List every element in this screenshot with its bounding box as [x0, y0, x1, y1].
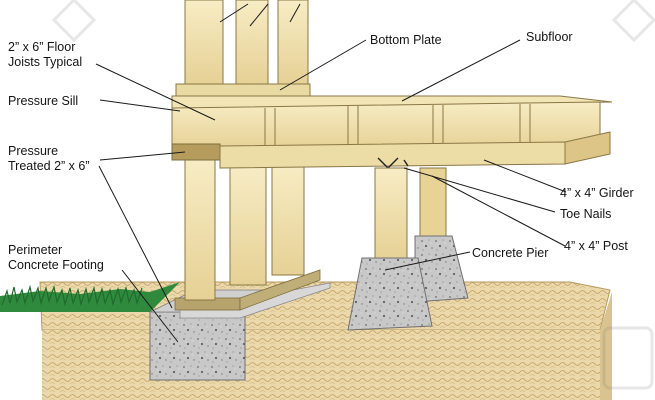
soil-ground-front [42, 330, 600, 400]
post-front [374, 167, 408, 261]
wall-studs [184, 0, 309, 301]
leader-lines [95, 39, 567, 343]
concrete-pier-front [347, 257, 433, 331]
label-bottom-plate: Bottom Plate [370, 33, 442, 47]
bottom-plate [175, 83, 311, 97]
label-perimeter-footing: Perimeter Concrete Footing [8, 243, 104, 272]
label-floor-joists: 2” x 6” Floor Joists Typical [8, 40, 83, 69]
perimeter-footing [149, 311, 246, 381]
label-concrete-pier: Concrete Pier [472, 246, 549, 260]
upper-arrows [219, 3, 301, 27]
pressure-sill [171, 143, 221, 161]
label-toe-nails: Toe Nails [560, 207, 612, 221]
post-back [419, 167, 447, 239]
grass-area [0, 282, 180, 312]
label-pressure-treated: Pressure Treated 2” x 6” [8, 144, 90, 173]
label-post: 4” x 4” Post [564, 239, 628, 253]
watermark-logo-icon [51, 0, 655, 390]
label-subfloor: Subfloor [526, 30, 573, 44]
label-girder: 4” x 4” Girder [560, 186, 634, 200]
label-pressure-sill: Pressure Sill [8, 94, 79, 108]
